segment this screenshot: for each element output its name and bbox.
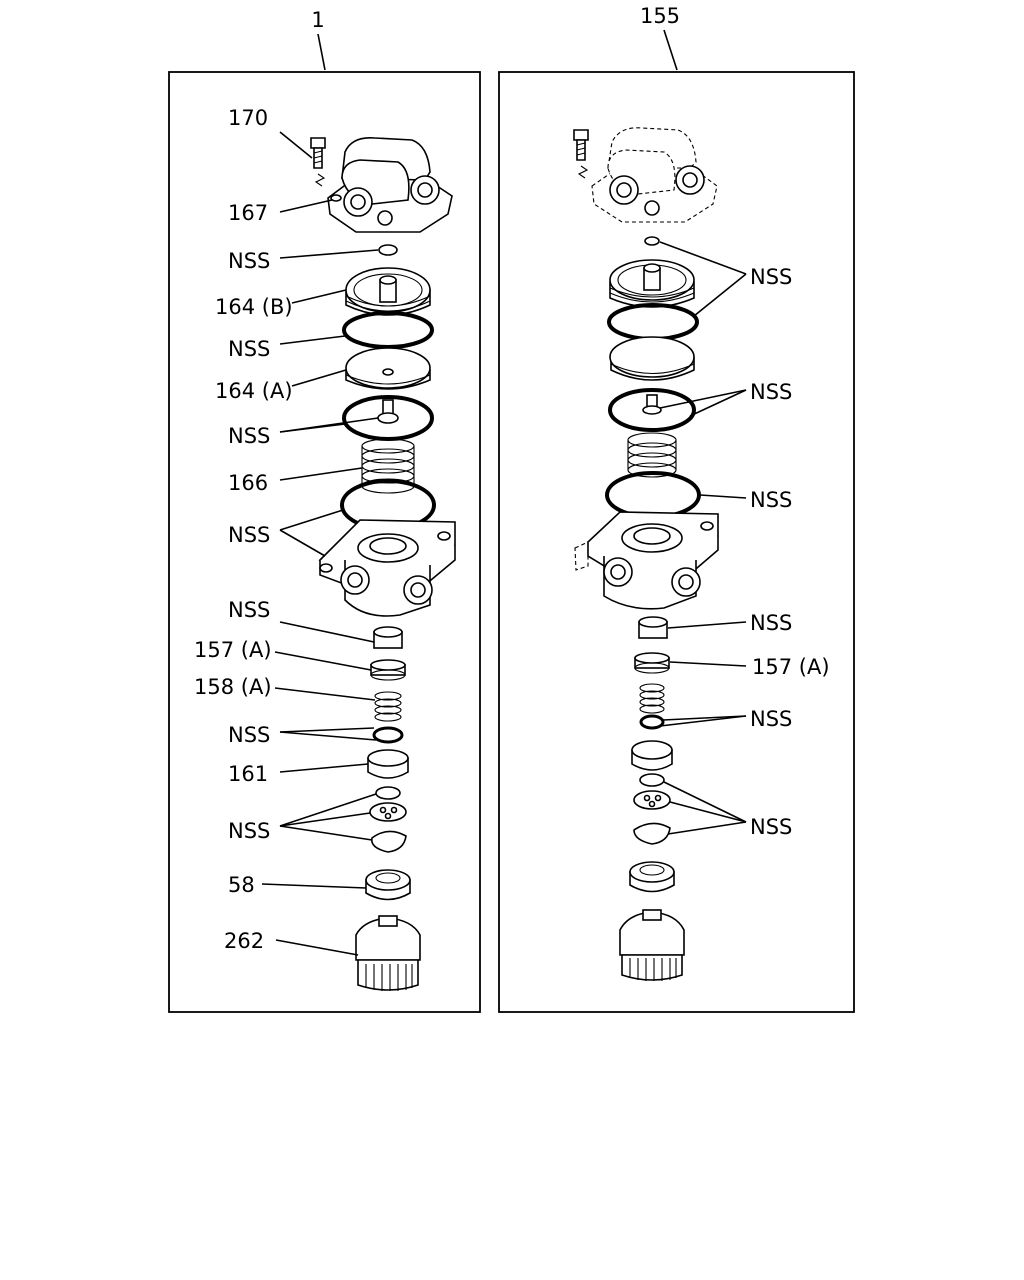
callout-167: 167: [228, 201, 268, 225]
valve-body: [318, 519, 456, 617]
spring-r: [627, 432, 677, 478]
callout-164a: 164 (A): [215, 379, 293, 403]
piston-upper-r: [609, 259, 695, 308]
piston-lower-r: [609, 336, 695, 381]
assembly-1-frame: [168, 71, 481, 1013]
callout-nss-7: NSS: [228, 819, 270, 843]
cap-r: [619, 909, 685, 981]
disc-stack: [369, 786, 407, 853]
callout-nss-2: NSS: [228, 337, 270, 361]
spring-small-r: [639, 683, 665, 714]
callout-nss-4: NSS: [228, 523, 270, 547]
cover-155: [591, 127, 718, 223]
callout-r-nss-3: NSS: [750, 488, 792, 512]
callout-nss-3: NSS: [228, 424, 270, 448]
callout-166: 166: [228, 471, 268, 495]
callout-r-nss-2: NSS: [750, 380, 792, 404]
bolt-155: [573, 129, 589, 179]
callout-nss-6: NSS: [228, 723, 270, 747]
o-ring-4: [372, 726, 404, 744]
cap-262: [355, 915, 421, 991]
seat-r: [631, 740, 673, 771]
callout-r-nss-6: NSS: [750, 815, 792, 839]
callout-r-nss-4: NSS: [750, 611, 792, 635]
assembly-1-number: 1: [311, 8, 324, 32]
assembly-155-number: 155: [640, 4, 680, 28]
bolt-170: [310, 137, 326, 187]
assembly-1-panel: 1: [168, 8, 481, 1013]
callout-nss-1: NSS: [228, 249, 270, 273]
assembly-155-panel: 155: [498, 4, 855, 1013]
assembly-155-frame: [498, 71, 855, 1013]
callout-r-nss-5: NSS: [750, 707, 792, 731]
stem-with-o-ring: [377, 399, 399, 424]
callout-r-nss-1: NSS: [750, 265, 792, 289]
callout-170: 170: [228, 106, 268, 130]
seal-ring-r2: [608, 388, 696, 432]
callout-158a: 158 (A): [194, 675, 272, 699]
valve-157a-r: [634, 652, 670, 674]
sleeve-r: [638, 616, 668, 639]
disc-stack-r: [633, 773, 671, 845]
sleeve: [373, 626, 403, 649]
o-ring-small: [378, 244, 398, 256]
o-ring-r4: [639, 714, 665, 730]
spring-158a: [374, 691, 402, 722]
seal-ring-r1: [607, 303, 699, 341]
cover-167: [327, 136, 453, 233]
valve-lower-r: [629, 861, 675, 893]
callout-164b: 164 (B): [215, 295, 293, 319]
seal-ring-1: [342, 311, 434, 349]
valve-body-r: [574, 511, 719, 610]
callout-157a: 157 (A): [194, 638, 272, 662]
callout-58: 58: [228, 873, 255, 897]
o-ring-small-r: [644, 236, 660, 246]
valve-157a: [370, 659, 406, 681]
piston-164b: [345, 267, 431, 316]
piston-164a: [345, 347, 431, 390]
stem-r: [642, 394, 662, 415]
valve-58: [365, 869, 411, 901]
callout-161: 161: [228, 762, 268, 786]
seat-161: [367, 749, 409, 779]
callout-262: 262: [224, 929, 264, 953]
seal-ring-r3: [605, 471, 701, 519]
callout-r-157a: 157 (A): [752, 655, 830, 679]
callout-nss-5: NSS: [228, 598, 270, 622]
